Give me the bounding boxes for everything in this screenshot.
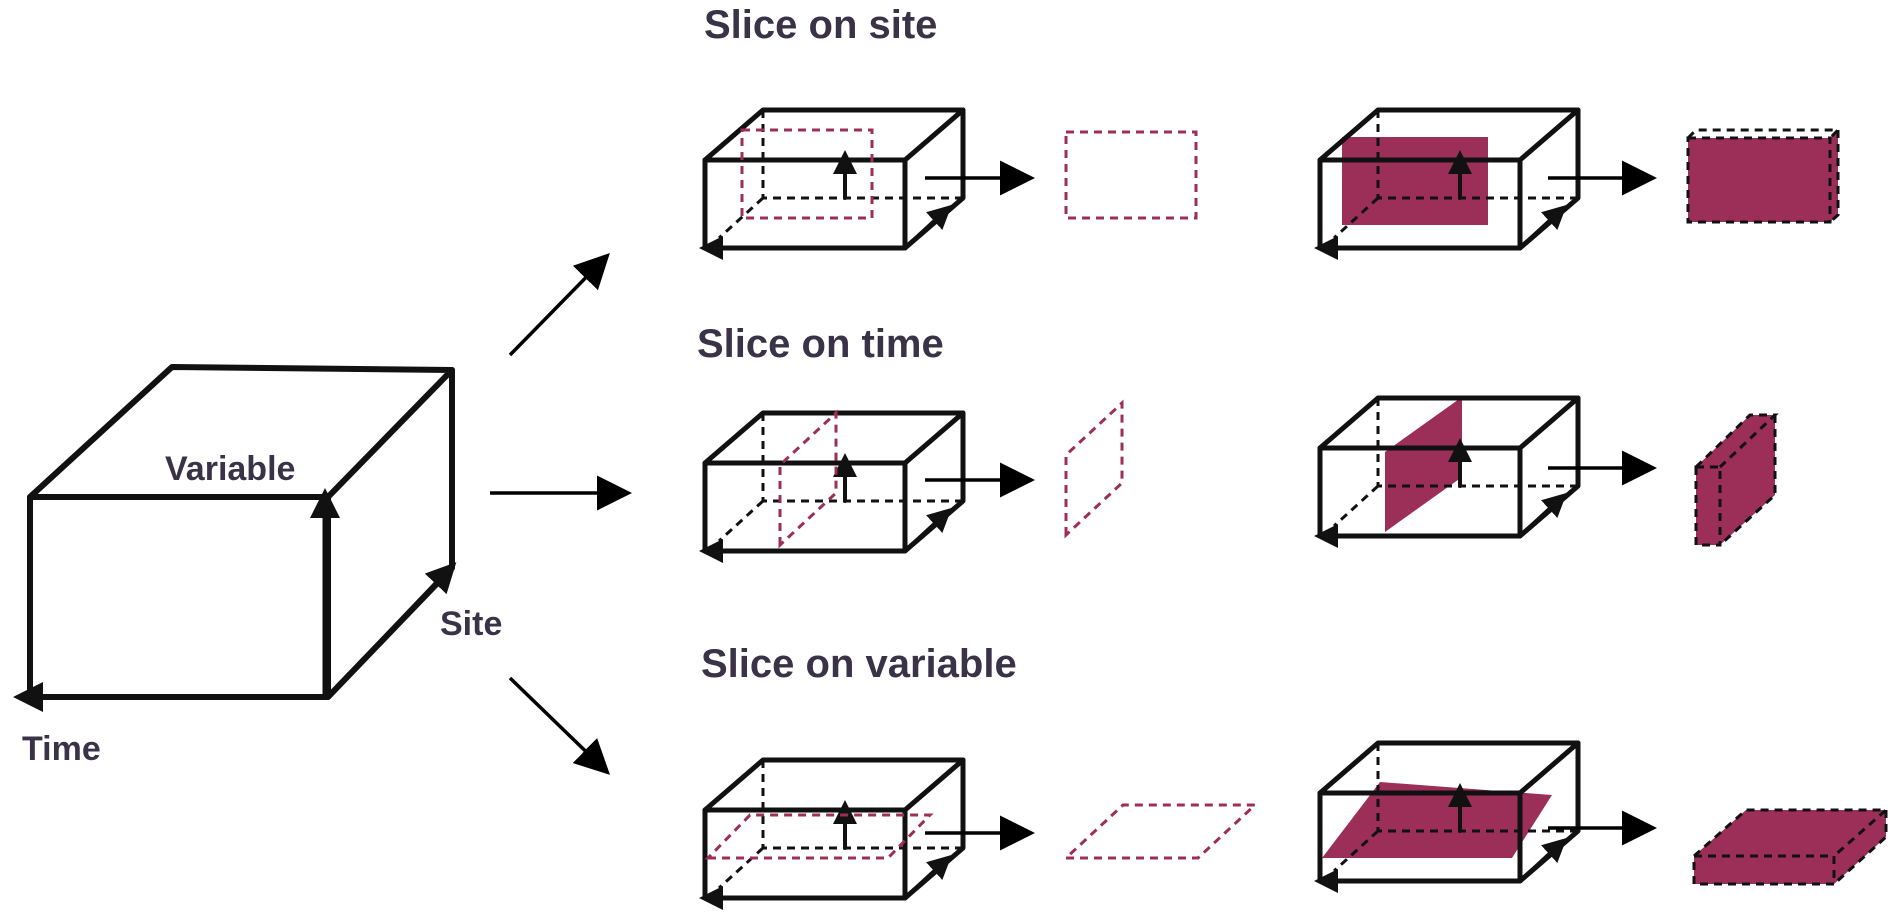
main-cube-front-face [27, 494, 331, 700]
section-title-time: Slice on time [697, 322, 944, 366]
cube-time-dashed [705, 409, 963, 551]
branch-arrow-site [508, 252, 610, 357]
cube-variable-filled [1320, 743, 1578, 881]
slice-variable-block [1692, 808, 1890, 886]
section-title-variable: Slice on variable [701, 642, 1017, 686]
slice-site-outline [1064, 130, 1198, 220]
time-axis-label: Time [22, 730, 101, 768]
variable-axis-label: Variable [165, 450, 295, 488]
row-slice-site [705, 110, 1842, 248]
row-slice-variable [705, 743, 1890, 898]
slice-variable-outline [1062, 803, 1259, 860]
site-axis-label: Site [440, 605, 502, 643]
main-cube: Variable Site Time [12, 364, 502, 768]
main-cube-top-face [27, 364, 455, 500]
row-slice-time [705, 397, 1779, 551]
site-axis-arrow [325, 562, 457, 700]
cube-time-filled [1320, 397, 1578, 536]
branch-arrows [490, 252, 632, 775]
cube-variable-dashed [705, 760, 963, 898]
cube-site-filled [1320, 110, 1578, 248]
slice-time-outline [1064, 399, 1124, 539]
slice-site-block [1686, 128, 1842, 224]
branch-arrow-variable [508, 676, 611, 775]
slice-time-block [1694, 413, 1779, 547]
main-cube-side-face [325, 367, 455, 700]
cube-site-dashed [705, 110, 963, 248]
section-title-site: Slice on site [704, 3, 937, 47]
